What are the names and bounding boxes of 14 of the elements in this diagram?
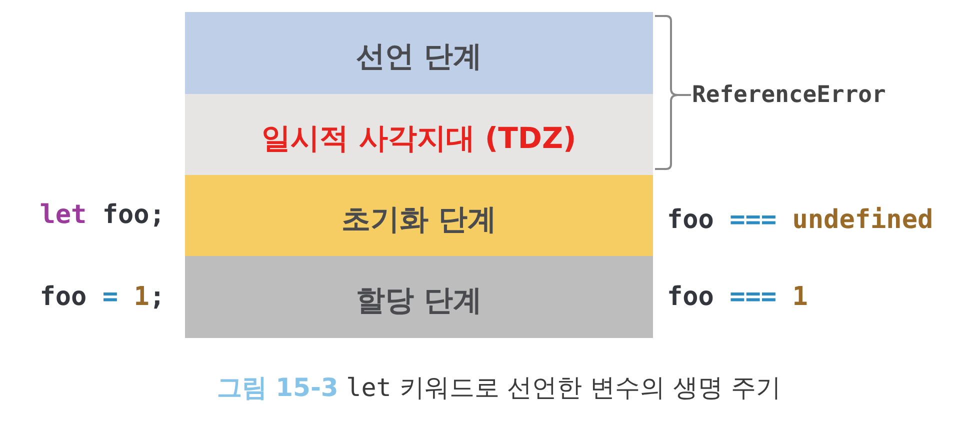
error-label: ReferenceError [692, 81, 886, 109]
code-snippet: let foo; [40, 200, 165, 230]
stage-label: 초기화 단계 [341, 204, 497, 236]
stage-label: 선언 단계 [356, 41, 482, 73]
stage-band [185, 256, 653, 338]
code-snippet: foo === 1 [667, 282, 808, 312]
stage-label: 할당 단계 [356, 285, 482, 317]
stage-band [185, 175, 653, 256]
code-snippet: foo = 1; [40, 282, 165, 312]
figure-caption: 그림 15-3 let 키워드로 선언한 변수의 생명 주기 [216, 372, 782, 404]
stage-label: 일시적 사각지대 (TDZ) [262, 122, 576, 154]
code-snippet: foo === undefined [667, 205, 934, 235]
stage-band [185, 94, 653, 175]
stage-band [185, 12, 653, 94]
